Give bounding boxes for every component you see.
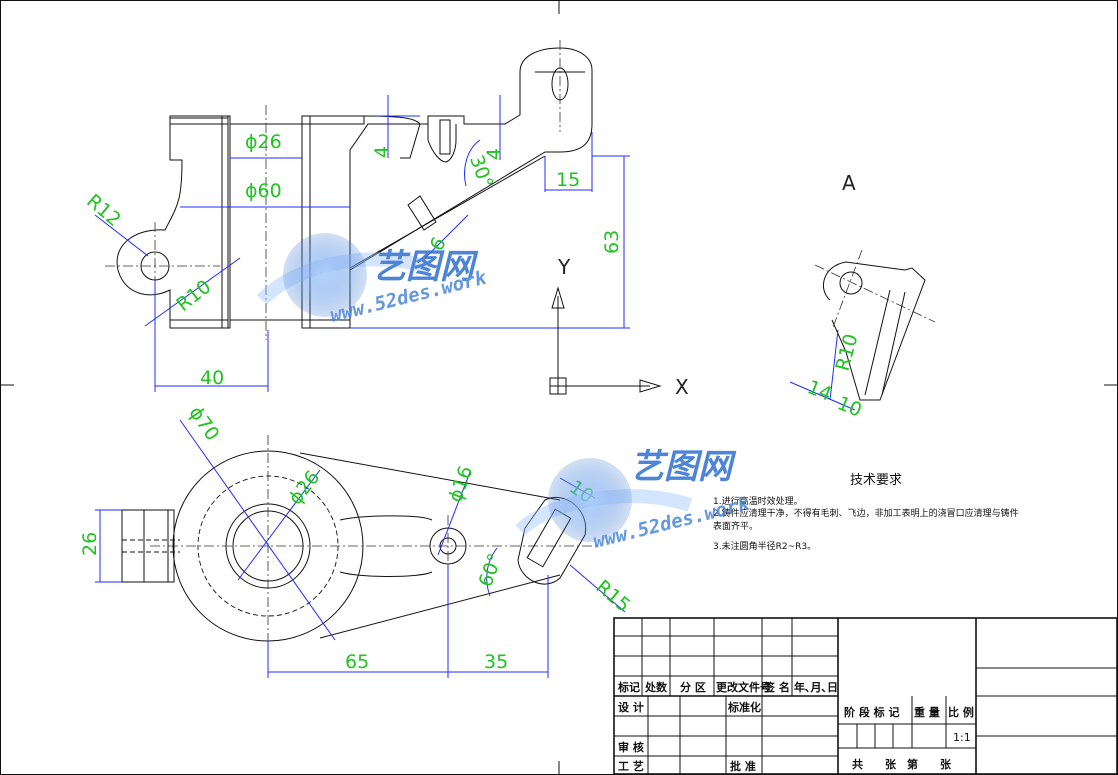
dim-4-a: 4 <box>371 146 393 158</box>
watermark-top-cn: 艺图网 <box>372 247 479 287</box>
dim-len65: 65 <box>345 651 369 673</box>
tb-stage-mark: 阶 段 标 记 <box>844 705 900 719</box>
tb-mark: 标记 <box>617 680 640 694</box>
watermark-top: 艺图网 www.52des.work <box>256 233 490 327</box>
tb-approve: 批 准 <box>730 759 756 773</box>
dim-len35: 35 <box>484 651 508 673</box>
tb-design: 设 计 <box>618 700 644 714</box>
tb-process: 工 艺 <box>618 759 644 773</box>
axis-y-label: Y <box>557 255 571 279</box>
watermark-bottom: 艺图网 www.52des.work <box>515 447 753 553</box>
dim-d70: ϕ70 <box>184 402 223 445</box>
tb-scale-value: 1:1 <box>953 731 971 744</box>
title-block: 标记 处数 分 区 更改文件号 签 名 年､月､日 设 计 标准化 审 核 工 … <box>613 617 1118 775</box>
dim-d16: ϕ16 <box>444 463 477 505</box>
note-item-3: 表面齐平。 <box>713 520 758 532</box>
top-view <box>121 435 600 675</box>
dim-ang60: 60° <box>474 551 506 590</box>
watermark-bottom-cn: 艺图网 <box>630 447 737 487</box>
dim-d26-top: ϕ26 <box>245 131 282 153</box>
dim-len10: 10 <box>834 392 865 421</box>
view-a-label: A <box>842 171 856 195</box>
front-view <box>105 40 593 340</box>
tb-change-doc: 更改文件号 <box>716 680 771 694</box>
dim-r10-a: R10 <box>832 331 863 373</box>
technical-notes: 技术要求 1.进行高温时效处理。 2.铸件应清理干净，不得有毛刺、飞边，非加工表… <box>713 473 1019 552</box>
dim-h63: 63 <box>601 230 623 254</box>
tb-weight: 重 量 <box>914 705 940 719</box>
ucs-icon: X Y <box>549 255 689 399</box>
tb-date: 年､月､日 <box>794 680 838 694</box>
tb-review: 审 核 <box>618 740 644 754</box>
front-view-dimensions: ϕ26 ϕ60 R12 R10 40 4 4 30° 6 15 63 <box>82 95 630 392</box>
dim-r12: R12 <box>82 190 125 231</box>
axis-x-label: X <box>675 375 689 399</box>
tb-scale: 比 例 <box>948 705 974 719</box>
tb-zone: 分 区 <box>680 680 706 694</box>
dim-d60: ϕ60 <box>245 180 282 202</box>
tb-count: 处数 <box>644 680 668 694</box>
dim-r10-left: R10 <box>172 276 215 316</box>
dim-len40: 40 <box>200 367 224 389</box>
dim-r15: R15 <box>592 576 635 617</box>
notes-title: 技术要求 <box>850 473 902 488</box>
note-item-2: 2.铸件应清理干净，不得有毛刺、飞边，非加工表明上的浇冒口应清理与铸件 <box>713 507 1019 519</box>
view-a: A R10 14 10 <box>789 171 936 422</box>
tb-sheets: 共 张 第 张 <box>852 757 952 771</box>
dim-len26: 26 <box>79 532 101 556</box>
dim-len15: 15 <box>556 169 580 191</box>
note-item-4: 3.未注圆角半径R2~R3。 <box>713 540 816 552</box>
dim-len14: 14 <box>804 376 835 405</box>
tb-standardize: 标准化 <box>727 700 761 714</box>
note-item-1: 1.进行高温时效处理。 <box>713 495 803 507</box>
tb-signature: 签 名 <box>763 680 790 694</box>
dim-4-b: 4 <box>483 148 505 160</box>
